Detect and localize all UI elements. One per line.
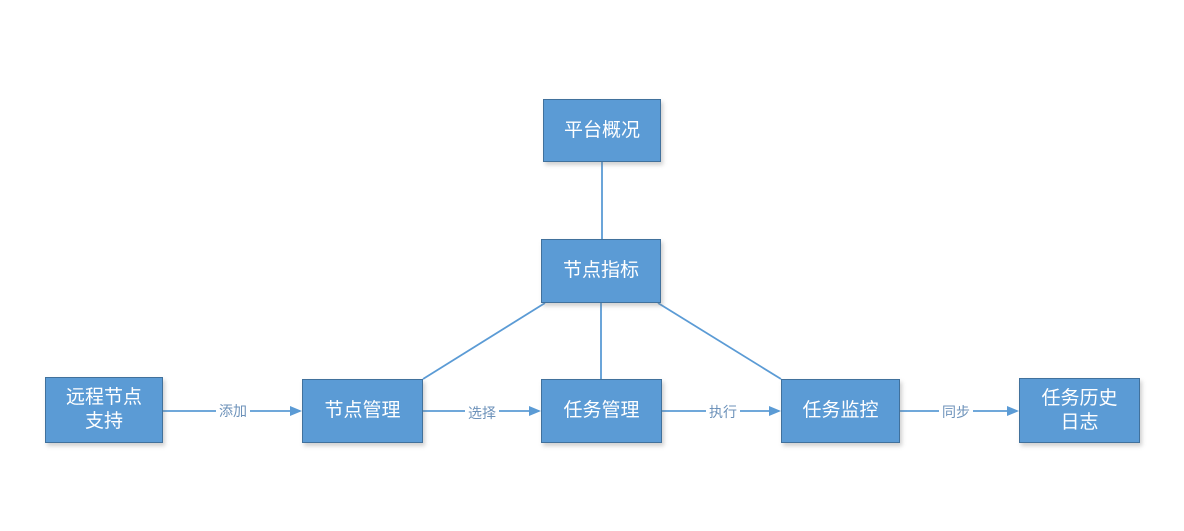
node-task-history-log[interactable]: 任务历史 日志 [1019,378,1140,443]
node-platform-overview[interactable]: 平台概况 [543,99,661,162]
node-task-monitoring[interactable]: 任务监控 [781,379,900,443]
connector-metrics-to-taskmon [657,302,782,380]
edge-label-add: 添加 [216,403,250,419]
edge-label-sync: 同步 [939,404,973,420]
node-task-management[interactable]: 任务管理 [541,379,662,443]
node-remote-node-support[interactable]: 远程节点 支持 [45,377,163,443]
connector-metrics-to-nodemgmt [422,302,546,380]
node-node-metrics[interactable]: 节点指标 [541,239,661,303]
edge-label-execute: 执行 [706,404,740,420]
edge-label-select: 选择 [465,405,499,421]
node-node-management[interactable]: 节点管理 [302,379,423,443]
